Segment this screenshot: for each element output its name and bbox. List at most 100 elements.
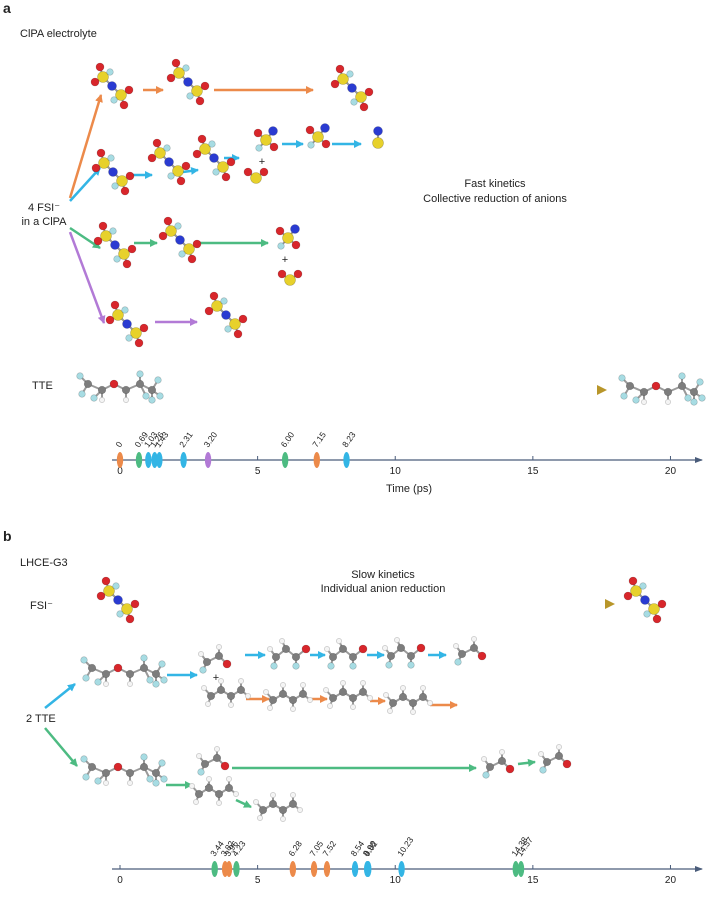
event-marker — [310, 861, 318, 877]
fragment-molecule — [253, 792, 303, 822]
event-marker — [156, 452, 163, 468]
panel-b-letter: b — [3, 528, 12, 544]
event-marker — [512, 861, 519, 877]
fragment-molecule — [323, 680, 373, 710]
event-marker — [204, 452, 212, 468]
arrow-green-b4 — [235, 798, 252, 809]
event-label: 3.20 — [202, 430, 220, 450]
axis-tick-label: 10 — [390, 466, 402, 477]
fragment-molecule — [481, 749, 515, 779]
tte-molecule — [618, 372, 706, 406]
panel-a-source-line1: 4 FSI⁻ — [28, 202, 60, 214]
event-marker — [116, 452, 124, 468]
axis-tick-label: 5 — [255, 466, 261, 477]
plus-sign: + — [259, 156, 265, 168]
fsi-molecule — [91, 148, 135, 196]
event-label: 14.57 — [514, 835, 535, 858]
arrow-green-b2 — [517, 758, 536, 767]
axis-tick-label: 0 — [117, 875, 123, 886]
so2-fragment — [277, 269, 303, 286]
plus-sign: + — [213, 672, 219, 684]
event-label: 7.52 — [320, 839, 338, 859]
so2-fragment — [243, 167, 269, 184]
fragment-molecule — [201, 678, 251, 708]
tte-molecule — [80, 753, 168, 787]
event-marker — [289, 861, 297, 877]
fsi-molecule — [330, 64, 374, 112]
panel-a-letter: a — [3, 0, 11, 16]
event-marker — [343, 452, 350, 468]
fragment-molecule — [196, 746, 230, 776]
fsi-label: FSI⁻ — [30, 600, 53, 612]
fan-arrow-green-b — [44, 727, 78, 767]
tte-molecule — [80, 654, 168, 688]
axis-tick-label: 0 — [117, 466, 123, 477]
fsi-molecule — [105, 300, 149, 348]
event-marker — [351, 861, 359, 877]
fsi-molecule — [166, 58, 210, 106]
fan-arrow-orange — [68, 94, 103, 199]
fragment-molecule — [382, 637, 426, 669]
fsi-molecule — [158, 216, 202, 264]
event-marker — [135, 452, 143, 468]
event-marker — [151, 452, 158, 468]
axis-tick-label: 10 — [390, 875, 402, 886]
fragment-molecule — [189, 776, 239, 806]
event-label: 9.02 — [362, 839, 380, 859]
fragment-molecule — [453, 636, 487, 666]
panel-b-source-label: 2 TTE — [26, 713, 56, 725]
arrow-blue-2 — [182, 166, 199, 175]
panel-b-annotation-line2: Individual anion reduction — [321, 583, 446, 595]
event-label: 7.15 — [310, 430, 328, 450]
fan-arrow-blue — [69, 167, 101, 202]
panel-a-title: ClPA electrolyte — [20, 28, 97, 40]
fsi-molecule — [192, 134, 236, 182]
panel-b-annotation-line1: Slow kinetics — [351, 569, 415, 581]
fragment-molecule — [263, 682, 313, 712]
axis-tick-label: 20 — [665, 875, 677, 886]
event-label: 6.28 — [286, 839, 304, 859]
event-label: 0 — [113, 439, 124, 449]
event-label: 6.00 — [279, 430, 297, 450]
fsi-fragment — [305, 123, 331, 149]
event-marker — [211, 861, 218, 877]
panel-a-annotation-line1: Fast kinetics — [464, 178, 526, 190]
event-marker — [233, 861, 240, 877]
fsi-molecule — [90, 62, 134, 110]
axis-tick-label: 5 — [255, 875, 261, 886]
event-marker — [323, 861, 331, 877]
event-marker — [517, 861, 525, 877]
fsi-molecule — [147, 138, 191, 186]
panel-a-source-line2: in a ClPA — [21, 216, 67, 228]
panel-b-title: LHCE-G3 — [20, 557, 68, 569]
axis-tick-label: 15 — [527, 875, 539, 886]
event-marker — [281, 452, 289, 468]
event-label: 8.23 — [340, 430, 358, 450]
fan-arrow-blue-b — [44, 683, 76, 709]
tte-label: TTE — [32, 380, 53, 392]
panel-a-annotation-line2: Collective reduction of anions — [423, 193, 567, 205]
event-marker — [365, 861, 372, 877]
event-marker — [313, 452, 320, 468]
molecule-models — [76, 58, 706, 822]
event-label: 10.23 — [395, 835, 416, 858]
event-marker — [180, 452, 187, 468]
ns-fragment — [372, 126, 384, 149]
fragment-molecule — [324, 638, 368, 670]
fragment-molecule — [198, 644, 232, 674]
event-marker — [145, 452, 152, 468]
event-marker — [225, 861, 233, 877]
fan-arrow-green — [69, 226, 101, 250]
fragment-molecule — [538, 744, 572, 774]
fragment-molecule — [383, 685, 433, 715]
fsi-molecule — [204, 291, 248, 339]
fsi-molecule — [96, 576, 140, 624]
fsi-fragment — [253, 126, 279, 152]
fan-arrow-purple — [68, 231, 106, 324]
event-label: 2.31 — [177, 430, 195, 450]
tte-molecule — [76, 370, 164, 404]
axis-tick-label: 20 — [665, 466, 677, 477]
axis-label: Time (ps) — [386, 483, 432, 495]
